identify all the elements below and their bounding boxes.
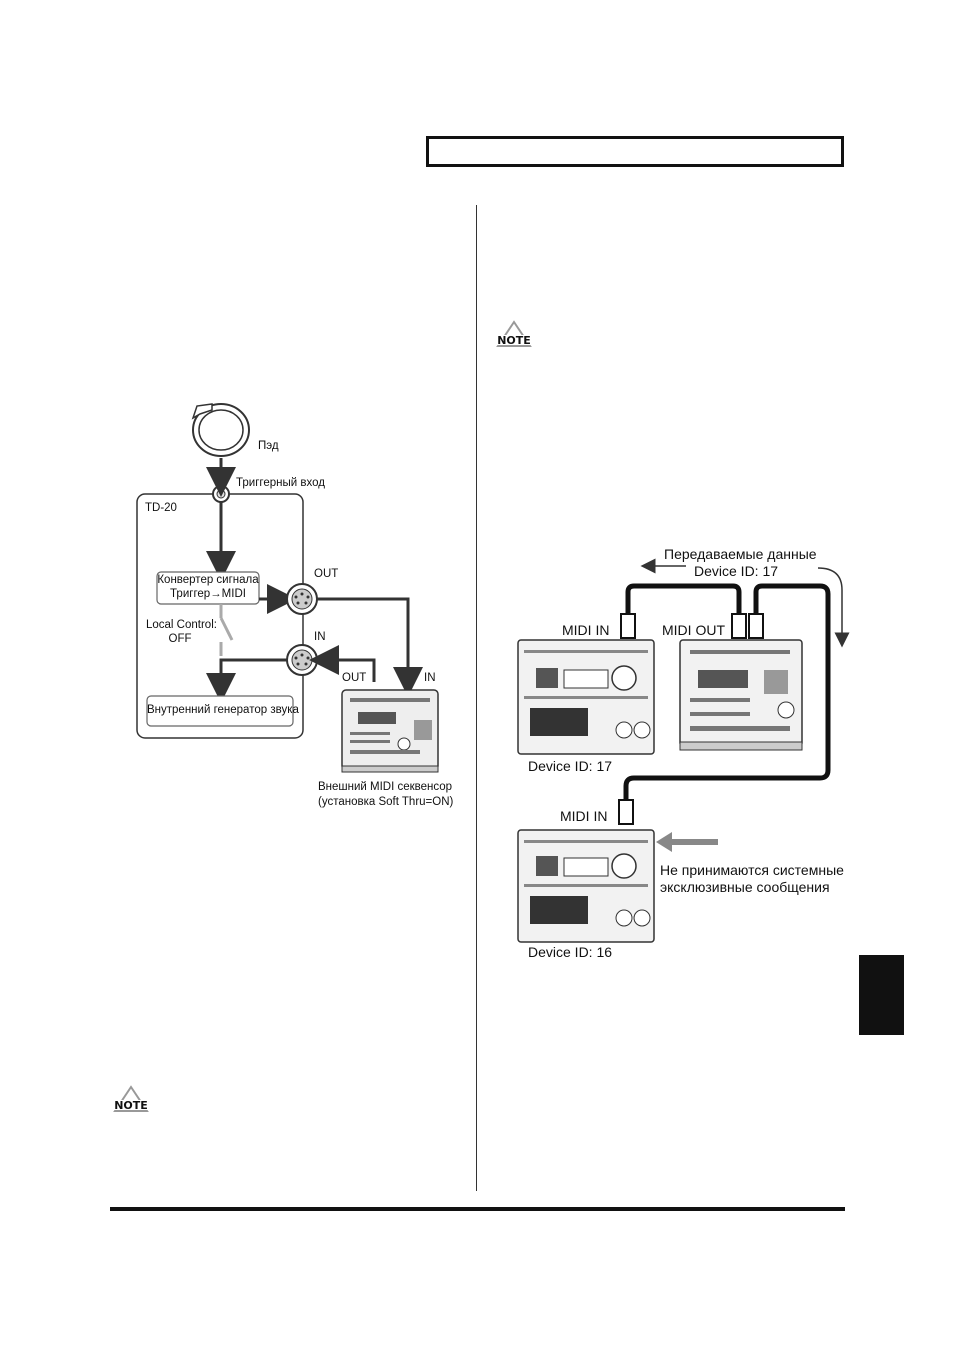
module-label: TD-20 [145, 502, 177, 514]
out-port-label: OUT [314, 568, 339, 580]
midi-sequencer-icon [341, 689, 439, 773]
sequencer-caption-line1: Внешний MIDI секвенсор [318, 781, 453, 793]
column-divider [476, 205, 477, 1191]
internal-generator-label: Внутренний генератор звука [147, 704, 299, 716]
midi-in-bottom-label: MIDI IN [560, 808, 608, 824]
midi-in-port-icon [286, 644, 318, 676]
device-id-top-label: Device ID: 17 [528, 758, 613, 774]
converter-line2: Триггер→MIDI [170, 588, 246, 600]
internal-generator-box [146, 695, 294, 727]
converter-line1: Конвертер сигнала [157, 574, 259, 586]
transmitted-data-line1: Передаваемые данные [664, 546, 817, 562]
pad-label: Пэд [258, 440, 279, 452]
not-received-line2: эксклюзивные сообщения [660, 879, 830, 895]
chapter-side-tab [859, 955, 904, 1035]
drum-pad-icon [191, 403, 250, 457]
sequencer-caption-line2: (установка Soft Thru=ON) [318, 796, 454, 808]
trigger-input-label: Триггерный вход [236, 477, 325, 489]
device-id-bottom-label: Device ID: 16 [528, 944, 613, 960]
local-control-line2: OFF [168, 633, 192, 645]
footer-rule [110, 1207, 845, 1211]
midi-sequencer-right-icon [679, 639, 803, 751]
in-port-label: IN [314, 631, 326, 643]
td20-module-bottom-icon [517, 829, 655, 943]
sequencer-out-label: OUT [342, 672, 367, 684]
note-icon: NOTE [111, 1085, 151, 1115]
note-icon: NOTE [494, 320, 534, 350]
transmitted-data-line2: Device ID: 17 [694, 563, 779, 579]
local-control-line1: Local Control: [146, 619, 217, 631]
midi-in-top-label: MIDI IN [562, 622, 610, 638]
not-received-line1: Не принимаются системные [660, 862, 844, 878]
section-header-box [426, 136, 844, 167]
svg-text:NOTE: NOTE [497, 334, 531, 347]
sequencer-in-label: IN [424, 672, 436, 684]
svg-text:NOTE: NOTE [114, 1099, 148, 1112]
midi-out-label: MIDI OUT [662, 622, 725, 638]
converter-box [156, 571, 260, 605]
midi-out-port-icon [286, 583, 318, 615]
td20-module-top-icon [517, 639, 655, 755]
